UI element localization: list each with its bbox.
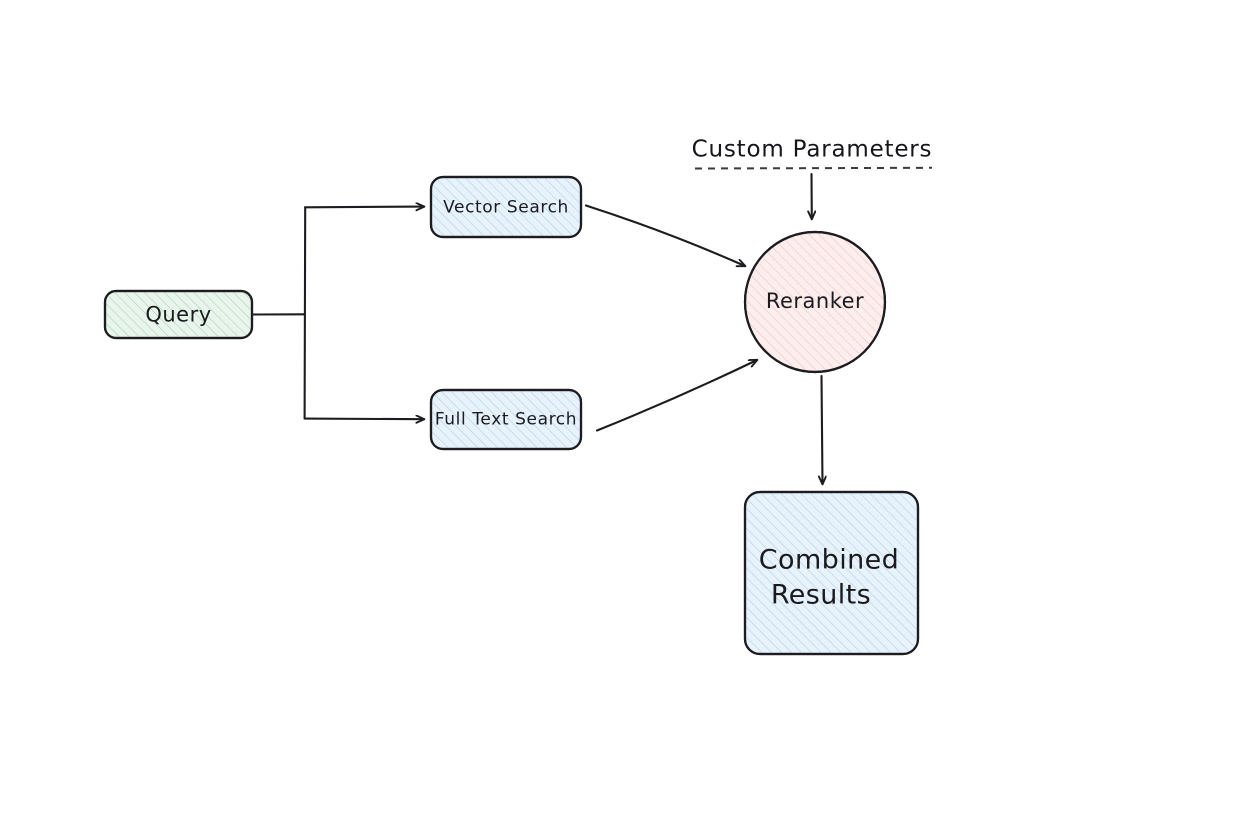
- reranker-circle-outline: [743, 230, 887, 374]
- node-reranker[interactable]: Reranker: [743, 230, 887, 374]
- annotation-custom-parameters[interactable]: Custom Parameters: [692, 137, 933, 170]
- edge-branch-trunk: [303, 206, 307, 420]
- query-box-outline: [103, 289, 254, 340]
- node-combined-results[interactable]: Combined Results: [743, 490, 920, 656]
- full-text-search-label: Full Text Search: [435, 410, 577, 430]
- node-full-text-search[interactable]: Full Text Search: [429, 388, 583, 451]
- edge-vector-search-to-reranker: [584, 204, 745, 267]
- node-query[interactable]: Query: [103, 289, 254, 340]
- custom-parameters-underline: [694, 166, 933, 170]
- full-text-search-box-hatch: [431, 390, 581, 449]
- reranker-label: Reranker: [766, 289, 864, 313]
- node-vector-search[interactable]: Vector Search: [429, 175, 583, 239]
- combined-results-box-outline: [743, 490, 920, 656]
- query-box-hatch: [105, 291, 252, 338]
- edge-full-text-search-to-reranker: [595, 360, 757, 432]
- edge-branch-to-vector-search: [303, 207, 424, 208]
- edge-branch-to-full-text-search: [303, 419, 424, 420]
- combined-results-label-line1: Combined: [759, 545, 899, 576]
- reranker-circle-hatch: [745, 232, 885, 372]
- full-text-search-box-outline: [429, 388, 583, 451]
- combined-results-box-hatch: [745, 492, 918, 654]
- custom-parameters-label: Custom Parameters: [692, 137, 933, 163]
- query-label: Query: [145, 303, 211, 327]
- edge-group: [251, 172, 823, 484]
- combined-results-label-line2: Results: [771, 580, 871, 611]
- edge-reranker-to-combined-results: [822, 374, 823, 484]
- vector-search-box-outline: [429, 175, 583, 239]
- vector-search-box-hatch: [431, 177, 581, 237]
- vector-search-label: Vector Search: [443, 198, 569, 218]
